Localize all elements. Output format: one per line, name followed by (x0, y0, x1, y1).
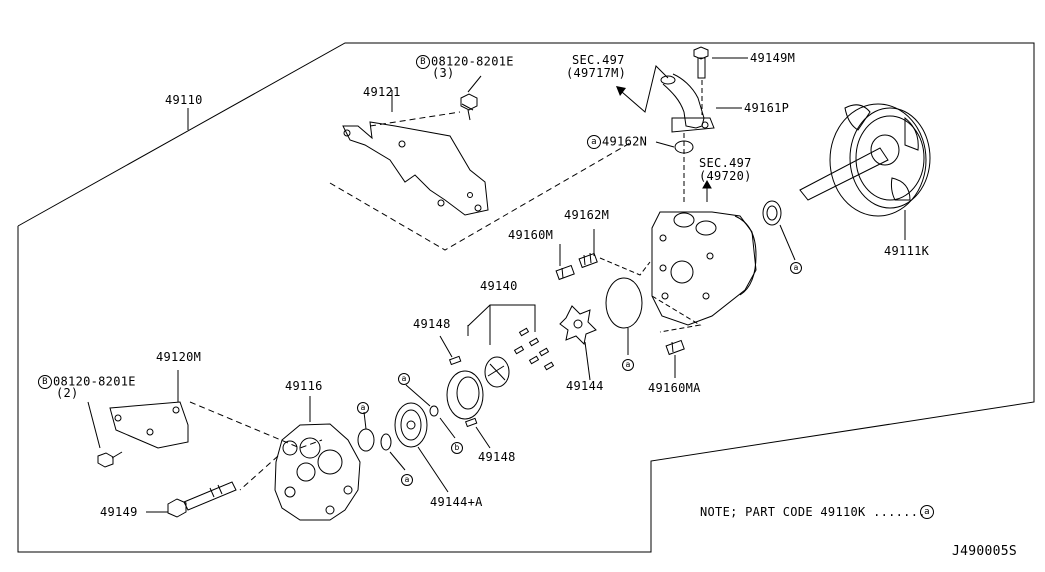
label-49160ma: 49160MA (648, 381, 701, 395)
label-sec497-mid: SEC.497 (699, 156, 752, 170)
label-bolt-left-qty: (2) (56, 386, 79, 400)
label-sec497-top-ref: (49717M) (566, 66, 627, 80)
a-marker-icon: a (622, 357, 634, 371)
bolt-49149m (693, 46, 709, 79)
bolt-top-code: 08120-8201E (431, 54, 514, 69)
seal-small-a (357, 428, 375, 452)
side-plate-49144a (394, 402, 428, 448)
pulley-49111k (799, 103, 931, 217)
pin-49148-bot (464, 417, 478, 428)
label-bolt-top-qty: (3) (432, 66, 455, 80)
label-49148-bot: 49148 (478, 450, 516, 464)
label-49161p: 49161P (744, 101, 790, 115)
plug-49160ma (665, 339, 685, 356)
label-49144: 49144 (566, 379, 604, 393)
spring-valve-49162m (578, 252, 598, 269)
label-49162n-text: 49162N (602, 134, 648, 149)
label-49160m: 49160M (508, 228, 554, 242)
seal (762, 200, 782, 226)
b-marker-icon: B (38, 375, 52, 389)
o-ring (605, 277, 643, 329)
a-marker-icon: a (587, 135, 601, 149)
outlet-connector-49161p (660, 73, 715, 133)
label-49148-top: 49148 (413, 317, 451, 331)
a-marker-icon: a (357, 400, 369, 414)
pump-housing (651, 211, 757, 326)
cam-ring (446, 370, 484, 420)
a-marker-icon: a (398, 371, 410, 385)
label-49149m: 49149M (750, 51, 796, 65)
assembly-frame (17, 42, 1035, 553)
diagram-id: J490005S (952, 544, 1018, 559)
label-49111k: 49111K (884, 244, 930, 258)
rear-housing-49116 (274, 423, 361, 521)
label-49110: 49110 (165, 93, 203, 107)
label-49144a: 49144+A (430, 495, 483, 509)
seal-small-b (380, 433, 392, 451)
side-plate-49144 (559, 305, 597, 346)
label-49149: 49149 (100, 505, 138, 519)
bolt-49149 (167, 481, 237, 518)
label-49162m: 49162M (564, 208, 610, 222)
bracket-49121 (342, 121, 489, 216)
sec497-top-arrow (616, 86, 626, 96)
b-marker-icon: B (416, 55, 430, 69)
label-49120m: 49120M (156, 350, 202, 364)
label-sec497-top: SEC.497 (572, 53, 625, 67)
label-49121: 49121 (363, 85, 401, 99)
pin-49148-top (448, 355, 462, 366)
bracket-49120m (109, 401, 189, 449)
note-text: NOTE; PART CODE 49110K ....... (700, 505, 926, 519)
bolt-top (460, 93, 478, 121)
a-marker-icon: a (401, 472, 413, 486)
bolt-left-code: 08120-8201E (53, 374, 136, 389)
bolt-left (97, 451, 123, 468)
vanes (513, 327, 555, 371)
rotor (484, 356, 510, 388)
gasket-49162n (674, 140, 694, 154)
label-49116: 49116 (285, 379, 323, 393)
a-marker-icon: a (920, 505, 935, 519)
flow-valve-49160m (555, 264, 575, 281)
b-marker-icon: b (451, 440, 463, 454)
a-marker-icon: a (790, 260, 802, 274)
label-sec497-mid-ref: (49720) (699, 169, 752, 183)
label-49140: 49140 (480, 279, 518, 293)
